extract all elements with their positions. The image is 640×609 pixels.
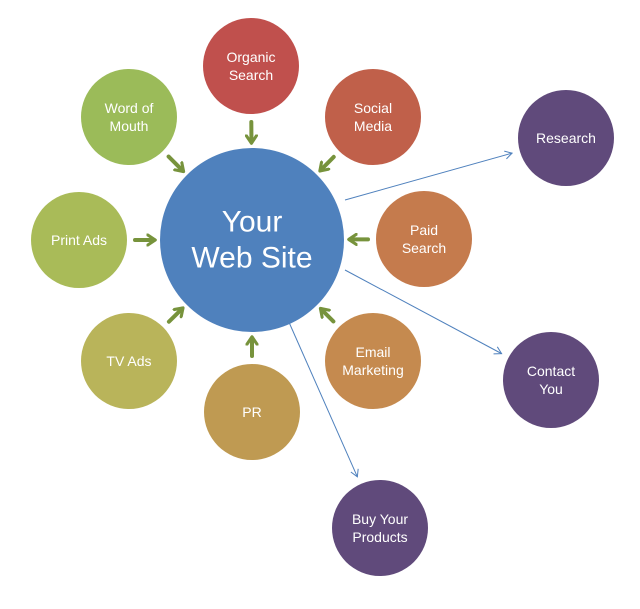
arrow-social-media-to-center <box>321 154 336 170</box>
node-print-ads: Print Ads <box>31 192 127 288</box>
node-paid-search-circle <box>376 191 472 287</box>
node-word-of-mouth-circle <box>81 69 177 165</box>
node-email-marketing-label: Email <box>355 344 390 360</box>
node-contact-you-label: You <box>539 381 563 397</box>
node-contact-you-label: Contact <box>527 363 575 379</box>
node-buy-your-products-label: Products <box>352 529 407 545</box>
node-print-ads-label: Print Ads <box>51 232 107 248</box>
node-tv-ads: TV Ads <box>81 313 177 409</box>
node-buy-your-products-label: Buy Your <box>352 511 408 527</box>
arrow-email-marketing-to-center <box>321 309 336 324</box>
node-word-of-mouth-label: Word of <box>105 100 154 116</box>
node-research-circle <box>518 90 614 186</box>
node-pr: PR <box>204 364 300 460</box>
node-contact-you-circle <box>503 332 599 428</box>
arrow-center-to-research <box>344 150 514 201</box>
node-email-marketing-label: Marketing <box>342 362 403 378</box>
node-social-media-label: Social <box>354 100 392 116</box>
node-paid-search-label: Search <box>402 240 446 256</box>
arrow-tv-ads-to-center <box>166 309 182 324</box>
node-organic-search-circle <box>203 18 299 114</box>
node-research: Research <box>518 90 614 186</box>
center-node-circle <box>160 148 344 332</box>
node-tv-ads-label: TV Ads <box>106 353 151 369</box>
node-print-ads-circle <box>31 192 127 288</box>
center-node-label: Your <box>222 206 283 239</box>
node-buy-your-products-circle <box>332 480 428 576</box>
node-social-media-circle <box>325 69 421 165</box>
node-word-of-mouth: Word of Mouth <box>81 69 177 165</box>
node-tv-ads-circle <box>81 313 177 409</box>
node-research-label: Research <box>536 130 596 146</box>
arrow-center-to-buy-your-products <box>287 319 359 478</box>
node-pr-circle <box>204 364 300 460</box>
arrows-layer <box>133 119 514 478</box>
node-word-of-mouth-label: Mouth <box>110 118 149 134</box>
node-organic-search-label: Search <box>229 67 273 83</box>
node-organic-search-label: Organic <box>226 49 275 65</box>
arrow-center-to-contact-you <box>344 269 503 355</box>
node-paid-search-label: Paid <box>410 222 438 238</box>
arrow-word-of-mouth-to-center <box>166 154 183 171</box>
node-email-marketing-circle <box>325 313 421 409</box>
node-pr-label: PR <box>242 404 261 420</box>
center-node-label: Web Site <box>191 242 312 275</box>
node-social-media-label: Media <box>354 118 392 134</box>
